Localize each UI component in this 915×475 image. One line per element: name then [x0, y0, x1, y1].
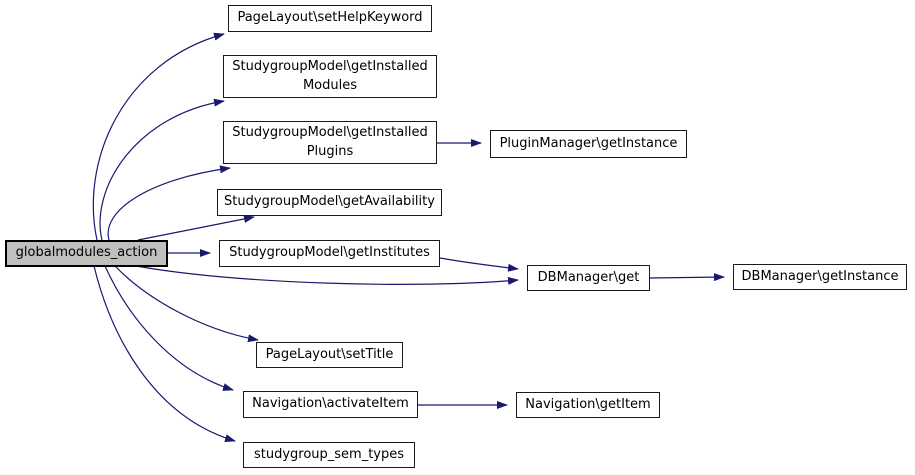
edge-globalmodules-to-sethelpkeyword [92, 32, 225, 241]
node-label-line2: Modules [302, 77, 358, 93]
node-label: DBManager\get [537, 269, 640, 285]
node-label: PageLayout\setHelpKeyword [237, 10, 423, 26]
node-pagelayout-sethelpkeyword[interactable]: PageLayout\setHelpKeyword [228, 5, 432, 32]
node-label-line1: StudygroupModel\getInstalled [232, 58, 428, 74]
node-label: PluginManager\getInstance [499, 135, 678, 151]
node-label: StudygroupModel\getInstitutes [229, 245, 430, 261]
edge-dbmanager-get-to-dbmanager-getinstance [649, 273, 725, 282]
edge-getinstitutes-to-dbmanager-get [439, 257, 519, 272]
node-label: studygroup_sem_types [253, 446, 405, 462]
node-studygroupmodel-getinstalledmodules[interactable]: StudygroupModel\getInstalled Modules [223, 55, 437, 98]
edge-globalmodules-to-settitle [114, 265, 259, 343]
node-label: DBManager\getInstance [741, 268, 899, 284]
node-studygroupmodel-getinstitutes[interactable]: StudygroupModel\getInstitutes [219, 240, 440, 267]
node-label-line2: Plugins [306, 143, 354, 159]
node-label: globalmodules_action [15, 245, 158, 261]
node-pluginmanager-getinstance[interactable]: PluginManager\getInstance [490, 130, 687, 158]
node-globalmodules-action: globalmodules_action [5, 240, 168, 267]
node-label: PageLayout\setTitle [265, 346, 394, 362]
node-label: StudygroupModel\getAvailability [224, 194, 435, 210]
edge-globalmodules-to-sem-types [93, 265, 236, 442]
node-label: Navigation\activateItem [252, 396, 409, 412]
edge-globalmodules-to-getinstalledmodules [99, 98, 225, 241]
node-studygroup-sem-types[interactable]: studygroup_sem_types [243, 442, 415, 468]
node-navigation-getitem[interactable]: Navigation\getItem [516, 392, 660, 418]
edge-globalmodules-to-activateitem [104, 265, 234, 391]
node-label: Navigation\getItem [525, 396, 651, 412]
node-studygroupmodel-getinstalledplugins[interactable]: StudygroupModel\getInstalled Plugins [223, 121, 437, 164]
node-dbmanager-get[interactable]: DBManager\get [527, 265, 650, 291]
node-navigation-activateitem[interactable]: Navigation\activateItem [243, 391, 418, 418]
node-studygroupmodel-getavailability[interactable]: StudygroupModel\getAvailability [217, 189, 442, 216]
edge-globalmodules-to-getavailability [137, 215, 255, 241]
edge-globalmodules-to-dbmanager-get [135, 265, 519, 285]
node-pagelayout-settitle[interactable]: PageLayout\setTitle [256, 342, 403, 368]
edge-globalmodules-to-getinstalledplugins [107, 165, 231, 241]
node-label-line1: StudygroupModel\getInstalled [232, 124, 428, 140]
node-dbmanager-getinstance[interactable]: DBManager\getInstance [733, 264, 907, 290]
